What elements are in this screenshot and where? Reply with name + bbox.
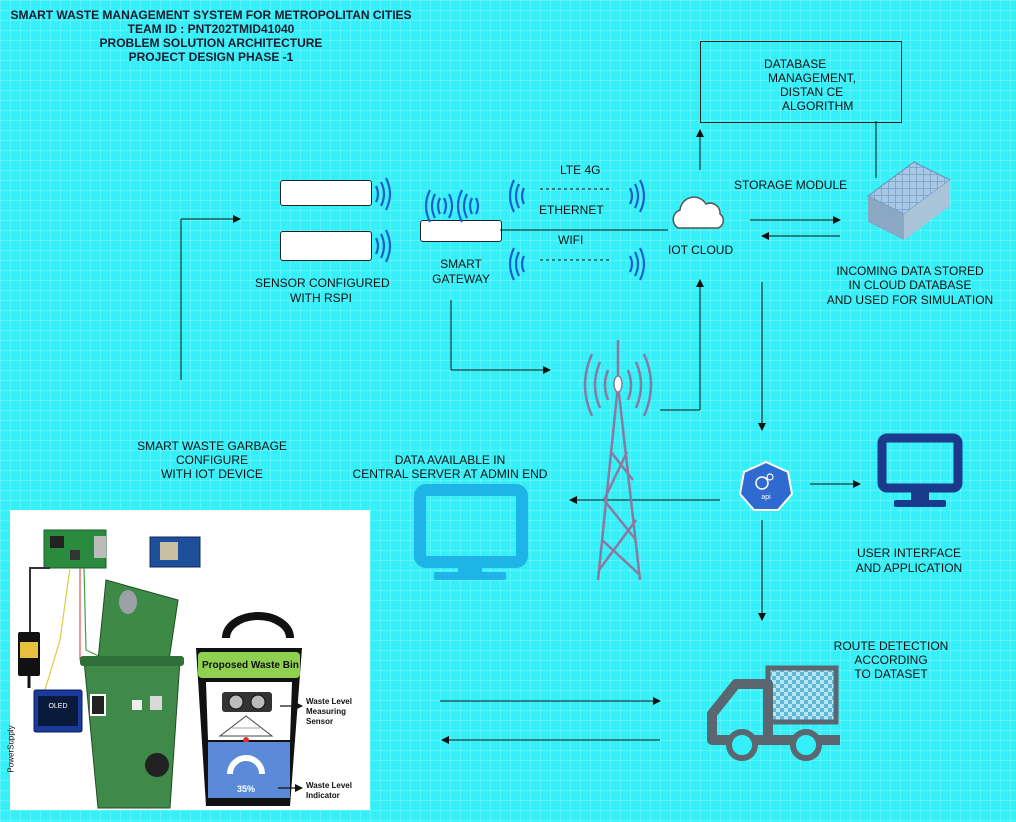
gateway-label-2: GATEWAY (432, 272, 490, 286)
cloud-icon (672, 196, 724, 229)
sensor-caption-1: Waste Level (306, 697, 352, 706)
wifi-label: WIFI (558, 233, 584, 247)
signal-icon-gateway-left (424, 189, 454, 223)
api-badge-icon (738, 460, 794, 511)
user-interface-label-2: AND APPLICATION (855, 561, 963, 575)
diagram-header: SMART WASTE MANAGEMENT SYSTEM FOR METROP… (6, 8, 416, 64)
power-supply-label: PowerSupply (6, 725, 16, 773)
ethernet-label: ETHERNET (539, 203, 604, 217)
signal-icon-sensor-1 (375, 177, 392, 211)
database-server-icon (867, 161, 951, 240)
signal-icon-gateway-right (456, 189, 480, 223)
user-monitor-icon (877, 433, 963, 507)
sensor-caption-2: Measuring (306, 707, 347, 716)
api-badge-text: api (761, 494, 771, 501)
admin-monitor-icon (414, 484, 528, 580)
signal-icon-wifi-left (508, 247, 525, 281)
signal-icon-lte-left (508, 179, 525, 213)
user-interface-label-1: USER INTERFACE (856, 546, 961, 560)
incoming-label-1: INCOMING DATA STORED (836, 264, 984, 278)
route-detection-label-1: ROUTE DETECTION (833, 639, 949, 653)
route-detection-label-2: ACCORDING (854, 653, 928, 667)
garbage-label-2: CONFIGURE (176, 453, 248, 467)
header-team-id: TEAM ID : PNT202TMID41040 (127, 22, 295, 36)
database-label-2: MANAGEMENT, (768, 71, 857, 85)
database-label-1: DATABASE (764, 57, 827, 71)
indicator-caption-1: Waste Level (306, 781, 352, 790)
fill-level-percent: 35% (236, 784, 255, 794)
garbage-label-3: WITH IOT DEVICE (161, 467, 263, 481)
tower-antenna-icon (613, 375, 623, 393)
signal-icon-lte-right (629, 179, 646, 213)
incoming-label-3: AND USED FOR SIMULATION (826, 293, 994, 307)
garbage-label-1: SMART WASTE GARBAGE (137, 439, 287, 453)
storage-module-label: STORAGE MODULE (734, 178, 848, 192)
gateway-label-1: SMART (440, 257, 482, 271)
lte-label: LTE 4G (560, 163, 601, 177)
proposed-bin-title: Proposed Waste Bin (202, 660, 299, 671)
iot-cloud-label: IOT CLOUD (668, 243, 734, 257)
incoming-label-2: IN CLOUD DATABASE (848, 278, 972, 292)
sensor-box-2 (280, 231, 372, 261)
sensor-box-1 (280, 180, 372, 206)
header-phase: PROJECT DESIGN PHASE -1 (128, 50, 294, 64)
sensor-caption-3: Sensor (306, 717, 334, 726)
sensor-label-2: WITH RSPI (290, 291, 352, 305)
signal-icon-wifi-right (629, 247, 646, 281)
indicator-caption-2: Indicator (306, 791, 340, 800)
sensor-label-1: SENSOR CONFIGURED (255, 276, 390, 290)
route-detection-label-3: TO DATASET (854, 667, 928, 681)
header-title: SMART WASTE MANAGEMENT SYSTEM FOR METROP… (10, 8, 412, 22)
central-server-label-2: CENTRAL SERVER AT ADMIN END (352, 467, 548, 481)
signal-icon-sensor-2 (375, 229, 392, 263)
cell-tower-icon (583, 340, 653, 581)
database-management-box (700, 41, 902, 123)
header-subtitle: PROBLEM SOLUTION ARCHITECTURE (99, 36, 323, 50)
oled-label: OLED (48, 703, 68, 710)
truck-icon (707, 665, 840, 761)
smart-bin-illustration: Proposed Waste Bin Waste Level Measuring… (7, 510, 370, 810)
database-label-3: DISTAN CE (780, 85, 844, 99)
central-server-label-1: DATA AVAILABLE IN (394, 453, 506, 467)
database-label-4: ALGORITHM (782, 99, 854, 113)
